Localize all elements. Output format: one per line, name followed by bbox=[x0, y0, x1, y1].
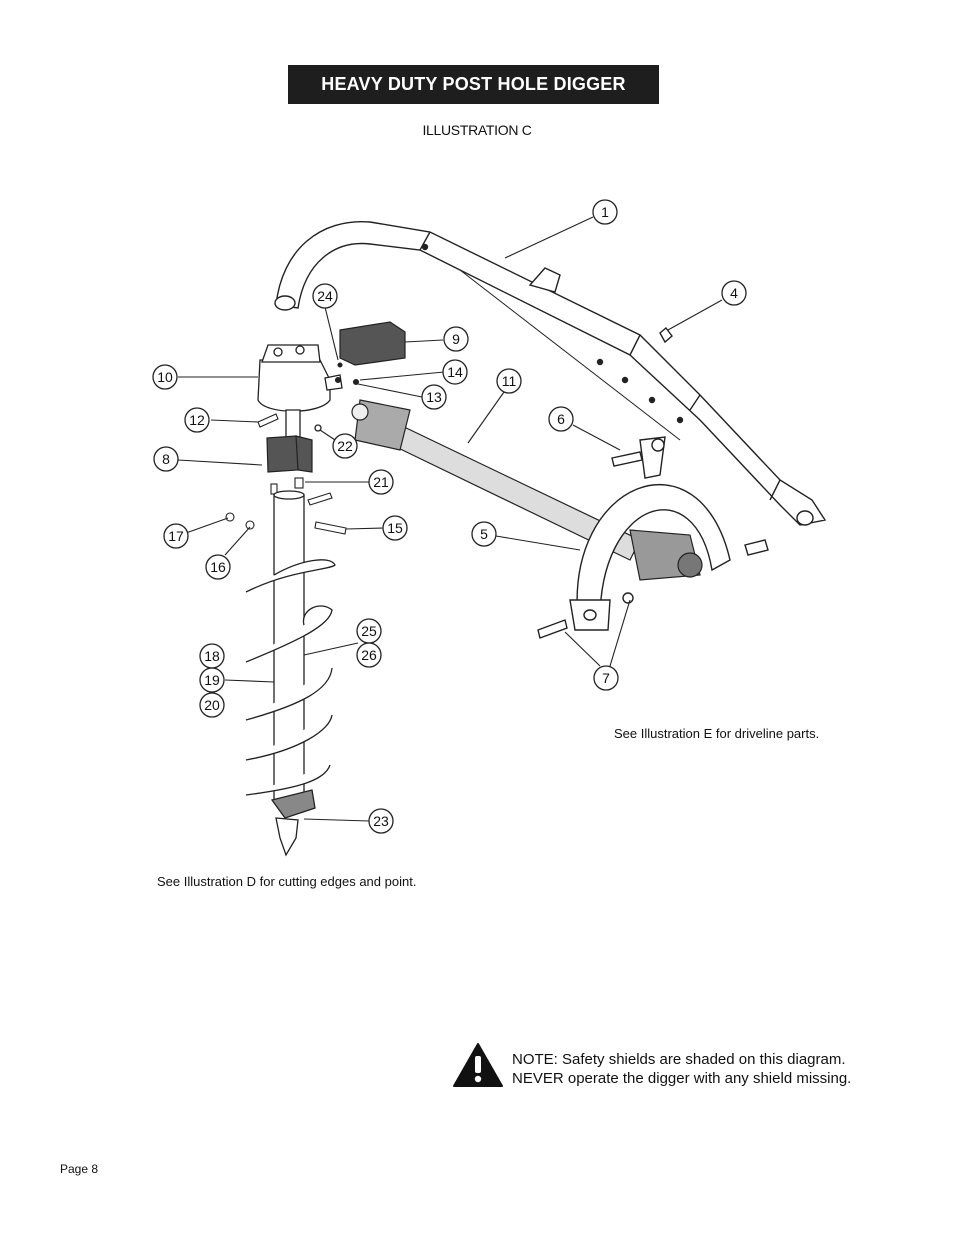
svg-text:10: 10 bbox=[157, 369, 173, 385]
callout-12: 12 bbox=[184, 407, 210, 433]
callout-8: 8 bbox=[153, 446, 179, 472]
page-title: HEAVY DUTY POST HOLE DIGGER bbox=[288, 65, 659, 104]
leader-lines bbox=[177, 216, 723, 822]
svg-text:20: 20 bbox=[204, 697, 220, 713]
callout-7: 7 bbox=[593, 665, 619, 691]
warning-text: NOTE: Safety shields are shaded on this … bbox=[512, 1050, 851, 1088]
svg-text:22: 22 bbox=[337, 438, 353, 454]
svg-text:7: 7 bbox=[602, 670, 610, 686]
hardware bbox=[225, 362, 360, 535]
svg-text:11: 11 bbox=[502, 373, 517, 389]
page-number: Page 8 bbox=[60, 1162, 99, 1176]
svg-text:24: 24 bbox=[317, 288, 333, 304]
callout-17: 17 bbox=[163, 523, 189, 549]
warning-line-2: NEVER operate the digger with any shield… bbox=[512, 1070, 852, 1087]
illustration-label: ILLUSTRATION C bbox=[422, 122, 532, 138]
svg-text:21: 21 bbox=[373, 474, 389, 490]
callout-16: 16 bbox=[205, 554, 231, 580]
cutting-edges-note: See Illustration D for cutting edges and… bbox=[157, 874, 417, 889]
callout-4: 4 bbox=[721, 280, 747, 306]
svg-text:13: 13 bbox=[426, 389, 442, 405]
svg-text:12: 12 bbox=[189, 412, 205, 428]
svg-text:25: 25 bbox=[361, 623, 377, 639]
svg-text:6: 6 bbox=[557, 411, 565, 427]
warning-line-1: NOTE: Safety shields are shaded on this … bbox=[512, 1051, 846, 1068]
svg-text:1: 1 bbox=[601, 204, 609, 220]
gearbox bbox=[257, 344, 343, 441]
callout-21: 21 bbox=[368, 469, 394, 495]
driveline bbox=[351, 399, 703, 581]
svg-text:9: 9 bbox=[452, 331, 460, 347]
callout-15: 15 bbox=[382, 515, 408, 541]
callout-26: 26 bbox=[356, 642, 382, 668]
svg-text:16: 16 bbox=[210, 559, 226, 575]
callout-1: 1 bbox=[592, 199, 618, 225]
callout-5: 5 bbox=[471, 521, 497, 547]
callout-11: 11 bbox=[496, 368, 522, 394]
hitch-hoop bbox=[537, 436, 769, 639]
svg-text:4: 4 bbox=[730, 285, 738, 301]
svg-text:26: 26 bbox=[361, 647, 377, 663]
warning-triangle-icon bbox=[453, 1043, 503, 1087]
boom-arm bbox=[274, 221, 827, 526]
callout-19: 19 bbox=[199, 667, 225, 693]
callout-20: 20 bbox=[199, 692, 225, 718]
callout-25: 25 bbox=[356, 618, 382, 644]
page-title-text: HEAVY DUTY POST HOLE DIGGER bbox=[321, 74, 626, 94]
svg-text:14: 14 bbox=[447, 364, 463, 380]
auger bbox=[245, 490, 336, 857]
svg-text:17: 17 bbox=[168, 528, 184, 544]
svg-text:19: 19 bbox=[204, 672, 220, 688]
svg-text:23: 23 bbox=[373, 813, 389, 829]
safety-warning: NOTE: Safety shields are shaded on this … bbox=[452, 1042, 892, 1092]
callout-18: 18 bbox=[199, 643, 225, 669]
callout-10: 10 bbox=[152, 364, 178, 390]
gearbox-shield bbox=[339, 321, 406, 366]
svg-text:8: 8 bbox=[162, 451, 170, 467]
svg-text:5: 5 bbox=[480, 526, 488, 542]
callout-22: 22 bbox=[332, 433, 358, 459]
callout-6: 6 bbox=[548, 406, 574, 432]
svg-text:18: 18 bbox=[204, 648, 220, 664]
callout-23: 23 bbox=[368, 808, 394, 834]
callout-9: 9 bbox=[443, 326, 469, 352]
driveline-note: See Illustration E for driveline parts. bbox=[614, 726, 820, 741]
auger-shield bbox=[266, 435, 313, 473]
callout-14: 14 bbox=[442, 359, 468, 385]
callout-24: 24 bbox=[312, 283, 338, 309]
callout-13: 13 bbox=[421, 384, 447, 410]
svg-text:15: 15 bbox=[387, 520, 403, 536]
